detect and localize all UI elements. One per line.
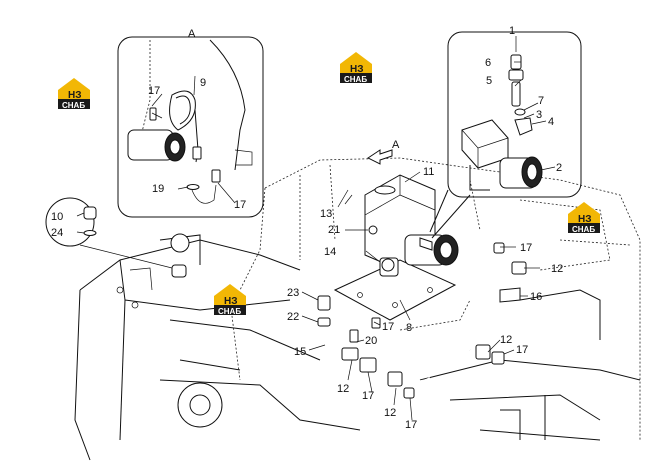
callout-17-f: 17 xyxy=(362,390,374,402)
watermark-logo-top: НЗ СНАБ xyxy=(340,52,372,84)
callout-12-d: 12 xyxy=(384,407,396,419)
callout-12-c: 12 xyxy=(337,383,349,395)
logo-word: СНАБ xyxy=(218,307,241,316)
callout-17-e: 17 xyxy=(516,344,528,356)
logo-word: СНАБ xyxy=(572,225,595,234)
callout-2: 2 xyxy=(556,162,562,174)
view-arrow-label: A xyxy=(392,139,400,151)
logo-word: СНАБ xyxy=(344,75,367,84)
callout-23: 23 xyxy=(287,287,299,299)
watermark-logo-right: НЗ СНАБ xyxy=(568,202,600,234)
logo-mark: НЗ xyxy=(350,64,364,75)
callout-1: 1 xyxy=(509,25,515,37)
callout-12-a: 12 xyxy=(551,263,563,275)
logo-word: СНАБ xyxy=(62,101,85,110)
callout-16: 16 xyxy=(530,291,542,303)
callout-19: 19 xyxy=(152,183,164,195)
callout-11: 11 xyxy=(423,166,434,178)
callout-10: 10 xyxy=(51,211,63,223)
logo-mark: НЗ xyxy=(578,214,592,225)
callout-3: 3 xyxy=(536,109,542,121)
callout-13: 13 xyxy=(320,208,332,220)
machine-outline xyxy=(74,157,641,461)
callout-17-g: 17 xyxy=(405,419,417,431)
detail-cap xyxy=(45,197,173,269)
callout-5: 5 xyxy=(486,75,492,87)
callout-4: 4 xyxy=(548,116,554,128)
callout-24: 24 xyxy=(51,227,63,239)
pump-assembly xyxy=(333,174,459,321)
callout-9: 9 xyxy=(200,77,206,89)
detail-pump-panel xyxy=(429,31,582,239)
callout-17-b: 17 xyxy=(234,199,246,211)
callout-22: 22 xyxy=(287,311,299,323)
callout-21: 21 xyxy=(328,224,340,236)
hose-fittings xyxy=(171,242,527,399)
detail-a-panel xyxy=(117,36,264,218)
callout-6: 6 xyxy=(485,57,491,69)
callout-15: 15 xyxy=(294,346,306,358)
callout-8: 8 xyxy=(406,322,412,334)
callout-17-c: 17 xyxy=(520,242,532,254)
leader-lines xyxy=(76,36,556,421)
callout-17-a: 17 xyxy=(148,85,160,97)
callout-labels: A 1 2 3 4 5 6 7 8 9 10 11 12 12 12 12 13… xyxy=(51,25,563,431)
logo-mark: НЗ xyxy=(68,90,82,101)
callout-7: 7 xyxy=(538,95,544,107)
callout-12-b: 12 xyxy=(500,334,512,346)
view-arrow: A xyxy=(367,139,400,165)
callout-20: 20 xyxy=(365,335,377,347)
callout-14: 14 xyxy=(324,246,336,258)
watermark-logo-left: НЗ СНАБ xyxy=(58,78,90,110)
logo-mark: НЗ xyxy=(224,296,238,307)
detail-a-label: A xyxy=(188,28,196,40)
watermark-logo-center: НЗ СНАБ xyxy=(214,284,246,316)
callout-17-d: 17 xyxy=(382,321,394,333)
